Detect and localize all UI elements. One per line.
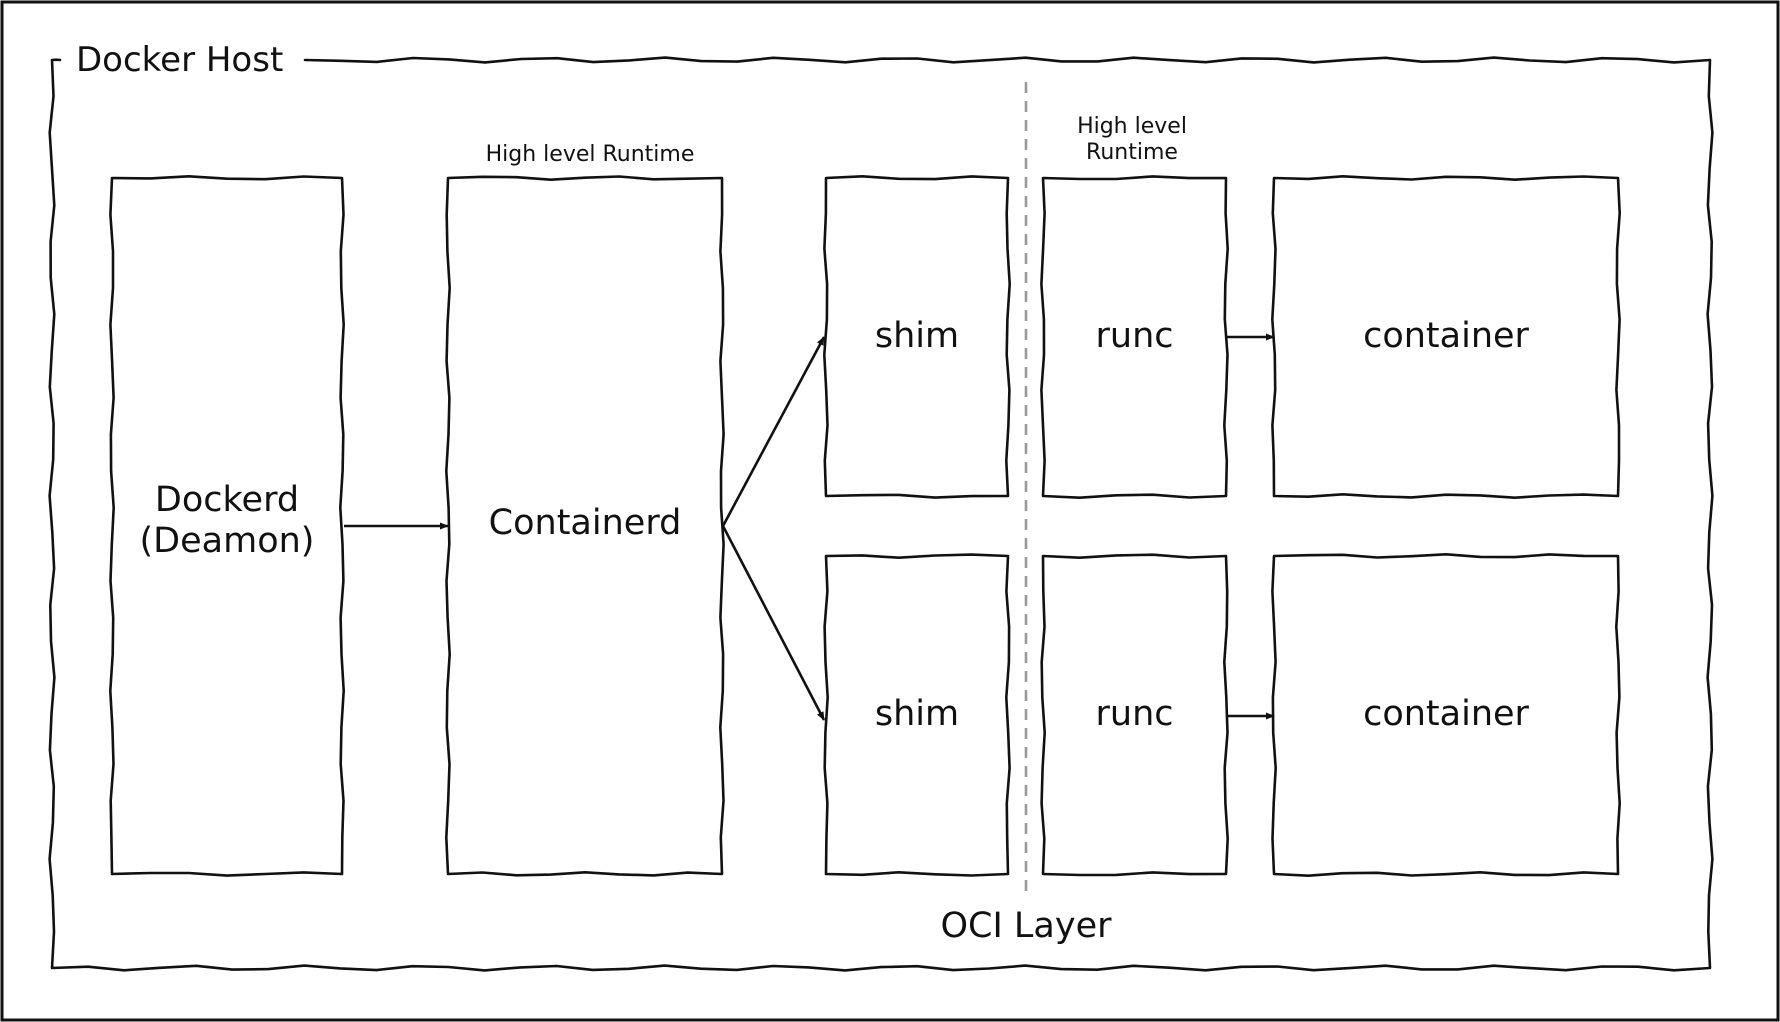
runc-box-2 [1040,553,1229,877]
runc-label-1: runc [1095,316,1174,356]
runc-caption-line1: High level [1077,114,1187,139]
shim-label-1: shim [874,316,960,356]
runc-box-1 [1040,175,1229,499]
dockerd-label: Dockerd (Deamon) [112,480,342,563]
runc-caption: High level Runtime [1042,114,1222,166]
containerd-box [445,175,725,877]
docker-host-title: Docker Host [76,40,284,80]
containerd-label: Containerd [488,503,682,543]
shim-box-2 [823,553,1011,877]
containerd-caption: High level Runtime [485,142,695,167]
shim-label-2: shim [874,694,960,734]
oci-layer-label: OCI Layer [940,906,1112,946]
arrow-containerd-to-shim-2 [721,525,826,721]
docker-host-boundary [48,56,1714,972]
arrow-containerd-to-shim-1 [721,336,826,527]
container-label-2: container [1363,694,1529,734]
shim-box-1 [823,175,1011,499]
container-label-1: container [1363,316,1529,356]
runc-label-2: runc [1095,694,1174,734]
dockerd-box [109,175,345,877]
container-box-2 [1271,553,1621,877]
dockerd-label-line1: Dockerd [154,480,300,520]
container-box-1 [1271,175,1621,499]
runc-caption-line2: Runtime [1086,139,1178,165]
dockerd-label-line2: (Deamon) [139,521,315,562]
